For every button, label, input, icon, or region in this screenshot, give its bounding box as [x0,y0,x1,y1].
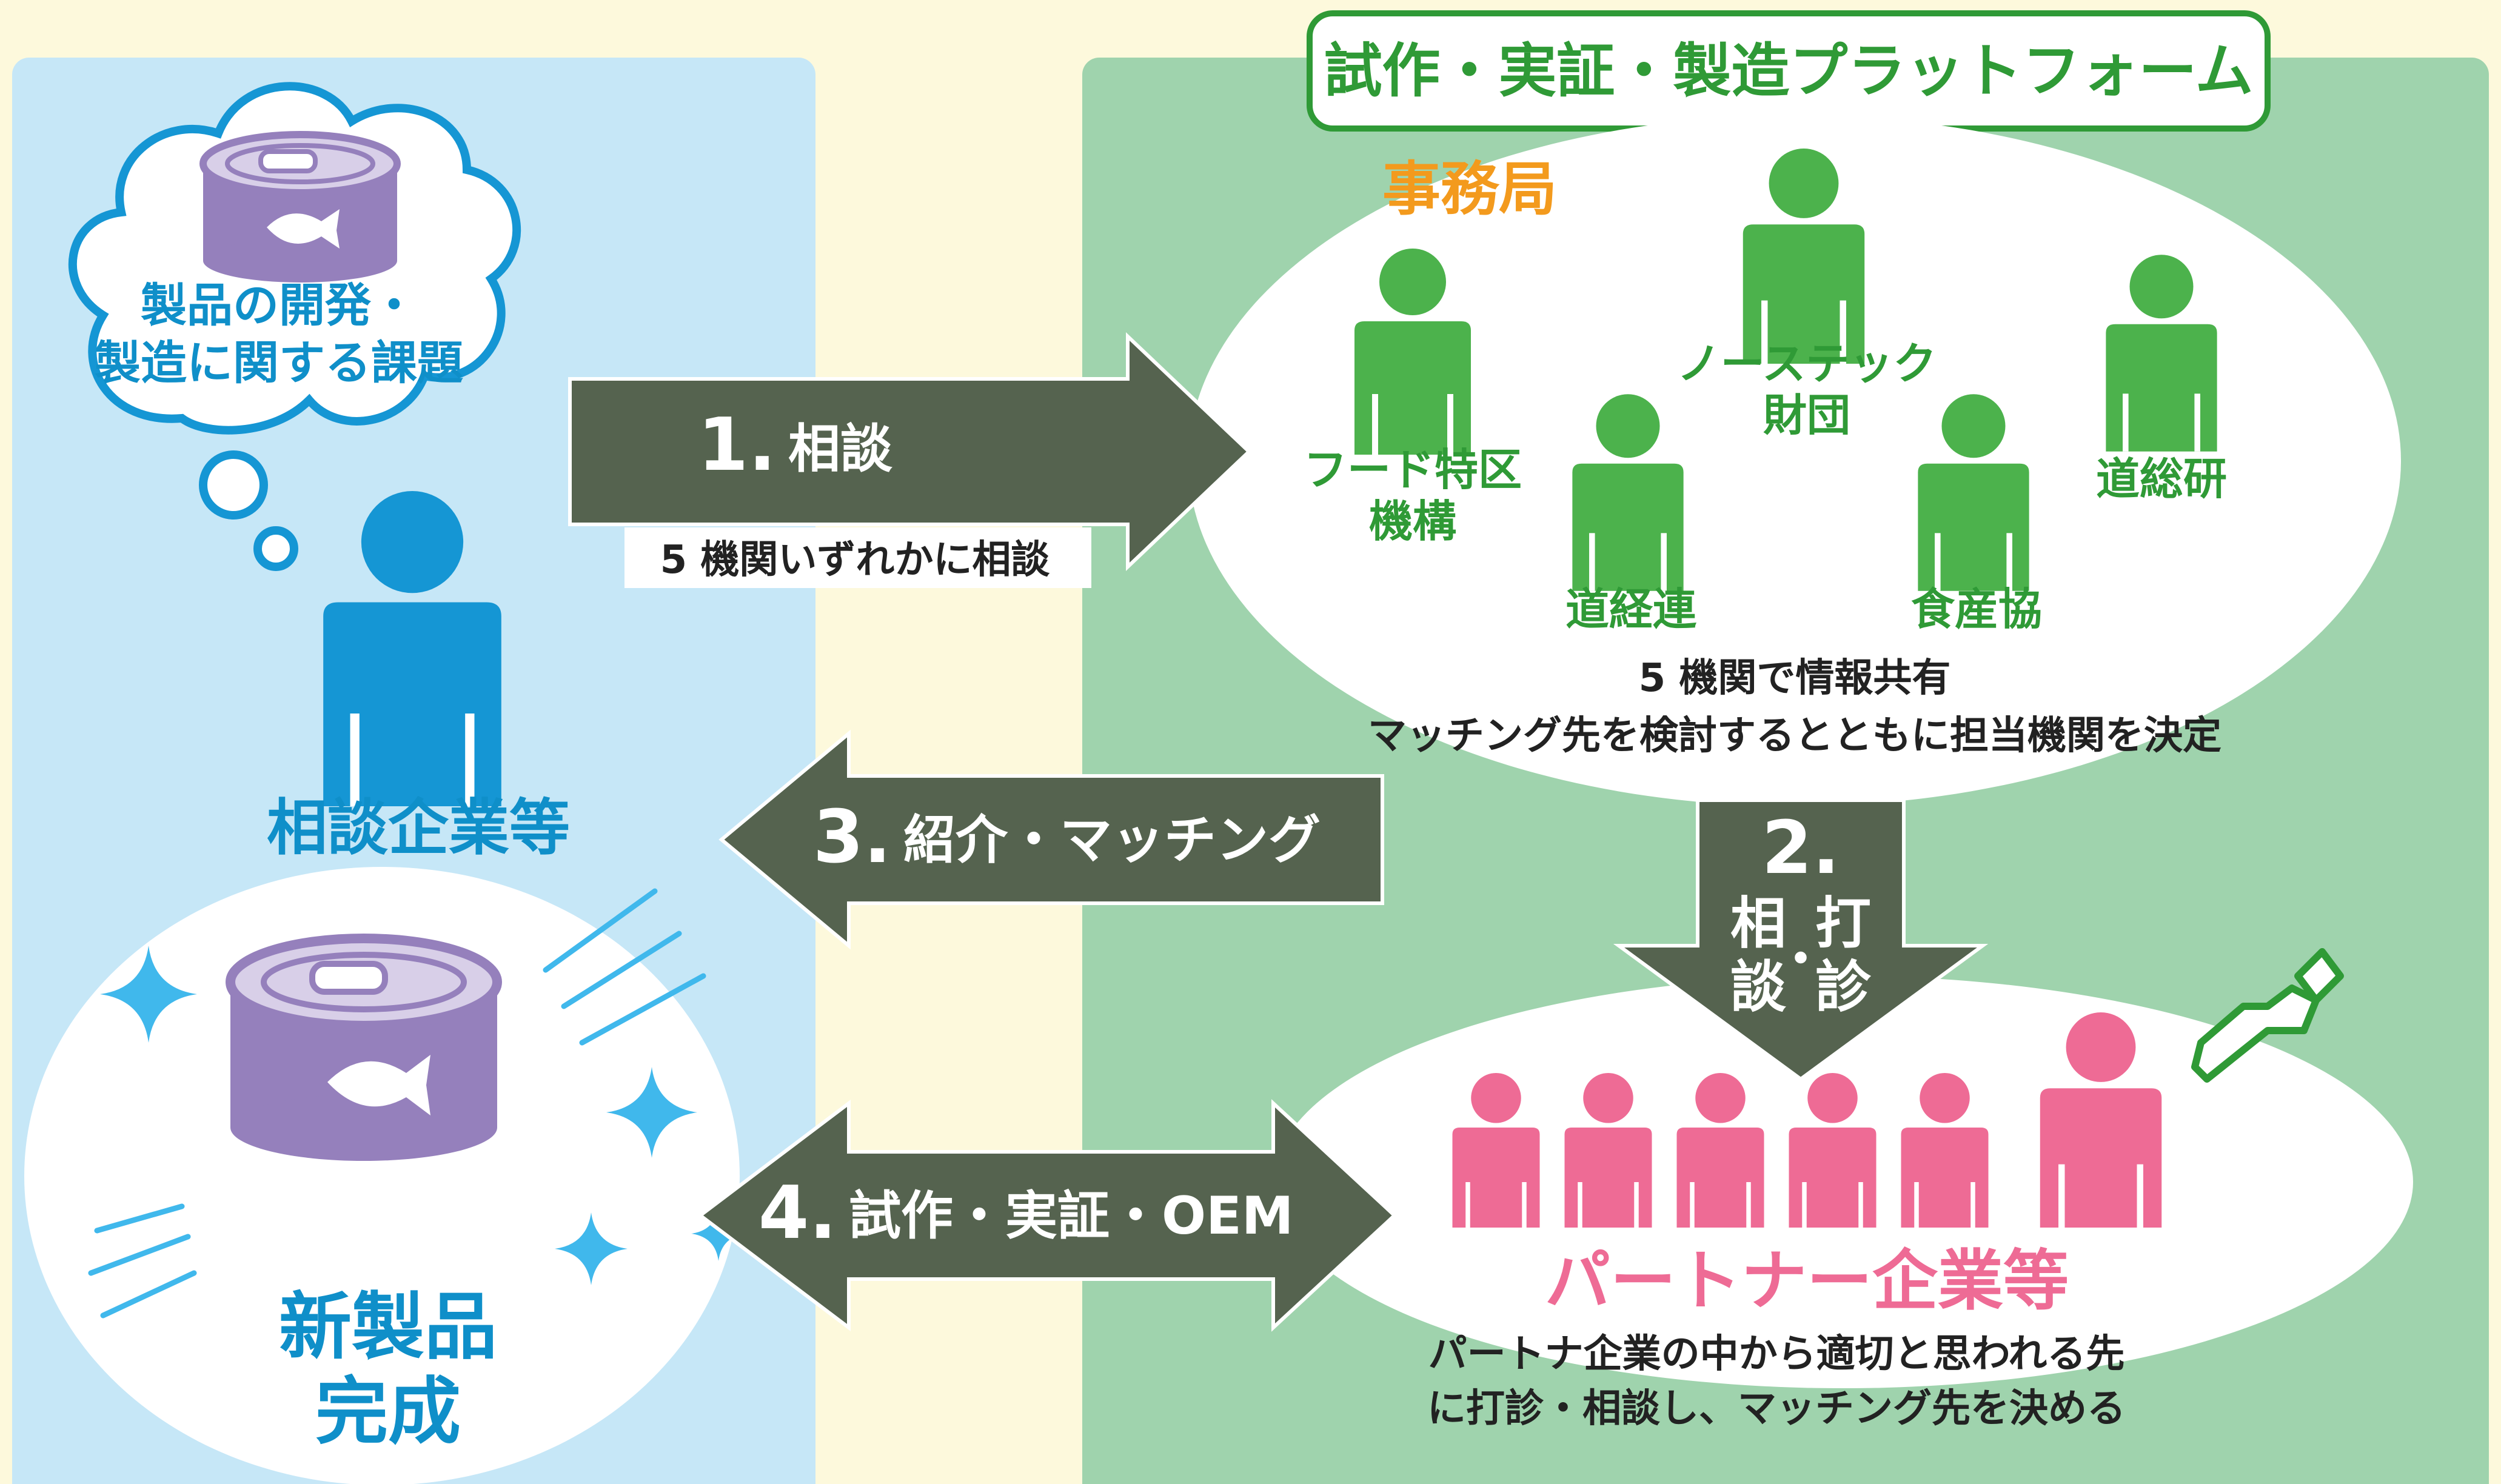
partners-label: パートナー企業等 [1545,1243,2069,1319]
step2-char3: 談 [1730,955,1786,1020]
step1-label: 相談 [788,419,892,480]
org-northtech-line1: ノーステック [1677,338,1937,389]
step3-arrow [718,729,1384,950]
step3-number: 3. [813,795,891,880]
fish-can-icon [199,131,401,282]
new-product-circle [24,867,740,1484]
org-dosoken: 道総研 [2096,453,2227,504]
step2-number: 2. [1761,806,1840,891]
org-shokusankyo: 食産協 [1911,584,2042,635]
org-food-tokku-line1: フード特区 [1304,444,1522,495]
thought-bubble-line2: 製造に関する課題 [95,336,463,390]
secretariat-caption-line2: マッチング先を検討するとともに担当機関を決定 [1368,714,2221,758]
step1-number: 1. [698,403,776,487]
consulting-company-label: 相談企業等 [267,792,570,863]
step4-number: 4. [758,1171,837,1255]
partners-caption-line2: に打診・相談し、マッチング先を決める [1427,1386,2126,1431]
step2-char4: 診 [1815,955,1872,1020]
step2-dot: ・ [1776,931,1825,988]
step4-arrow [697,1099,1398,1332]
step2-char1: 相 [1730,891,1786,956]
org-food-tokku-line2: 機構 [1369,496,1456,547]
platform-title: 試作・実証・製造プラットフォーム [1324,37,2253,105]
new-product-line1: 新製品 [279,1285,497,1369]
pointing-hand-icon [2191,948,2344,1083]
secretariat-caption-line1: 5 機関で情報共有 [1639,656,1951,701]
fish-can-icon [226,934,502,1161]
step4-label: 試作・実証・OEM [849,1186,1293,1246]
step1-sub: 5 機関いずれかに相談 [660,538,1050,583]
thought-bubble-line1: 製品の開発・ [141,278,417,332]
step1-arrow [568,332,1252,571]
step1-sub-bg [624,527,1091,588]
step2-char2: 打 [1815,891,1871,956]
org-northtech-line2: 財団 [1763,390,1850,441]
org-dokeiren: 道経連 [1565,584,1697,635]
step3-label: 紹介・マッチング [903,810,1321,871]
shine-lines [88,888,706,1319]
new-product-line2: 完成 [315,1370,461,1454]
step2-arrow [1613,798,1989,1081]
secretariat-label: 事務局 [1382,155,1557,223]
partners-caption-line1: パートナ企業の中から適切と思われる先 [1428,1332,2125,1377]
secretariat-ellipse [1188,115,2401,806]
